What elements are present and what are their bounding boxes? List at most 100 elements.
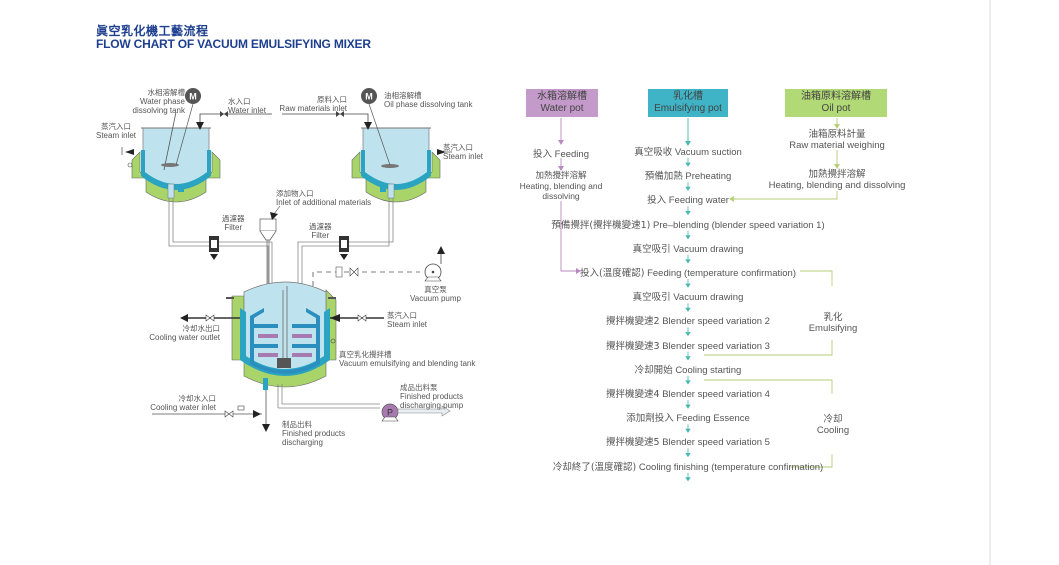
process-step-en: Cooling finishing (temperature confirmat… [638,461,824,473]
process-step-en: Feeding Essence [676,413,750,425]
step-arrowhead [685,380,691,385]
label-oil-tank: 油相溶解槽 Oil phase dissolving tank [384,91,473,109]
process-step: 真空吸引 Vacuum drawing [633,289,744,303]
vacuum-pump [424,246,445,282]
water-tank-motor [185,88,201,104]
label-discharge-pump: 成品出料泵 Finished products discharging pump [400,383,464,410]
process-step: 投入 Feeding water [647,192,729,206]
process-step: 添加劑投入 Feeding Essence [626,410,750,424]
label-water-tank: 水相溶解槽 Water phase dissolving tank [132,88,185,115]
label-filter-left: 過濾器 Filter [222,214,245,232]
label-steam-inlet-main: 蒸汽入口 Steam inlet [387,311,428,329]
process-step: 投入(溫度確認) Feeding (temperature confirmati… [580,265,796,279]
step-arrowhead [685,404,691,409]
label-finished-discharging: 制品出料 Finished products discharging [282,420,346,447]
step-arrowhead [685,235,691,240]
label-water-inlet: 水入口 Water inlet [228,97,266,115]
oil-tank-motor [361,88,377,104]
label-steam-inlet-left: 蒸汽入口 Steam inlet [96,122,137,140]
label-filter-right: 過濾器 Filter [309,222,332,240]
process-step-en: Vacuum drawing [673,243,744,255]
main-step-arrows [685,158,691,482]
process-step-en: Pre–blending (blender speed variation 1) [652,219,825,231]
discharging-pump [381,403,399,422]
flow-connectors [560,118,838,468]
vacuum-emulsifying-tank [231,281,337,390]
flow-arrowheads [558,124,840,274]
phase-emulsifying: 乳化 Emulsifying [808,312,858,334]
process-step: 攪拌機變速4 Blender speed variation 4 [606,386,770,400]
label-steam-inlet-right: 蒸汽入口 Steam inlet [443,143,484,161]
process-step-en: Blender speed variation 3 [662,340,770,352]
label-additional-inlet: 添加物入口 Inlet of additional materials [276,189,372,207]
process-step: 攪拌機變速2 Blender speed variation 2 [606,313,770,327]
label-cooling-inlet: 冷却水入口 Cooling water inlet [150,394,216,412]
step-arrowhead [685,283,691,288]
process-step-cn: 添加劑投入 [626,413,674,425]
process-step-cn: 冷却終了(溫度確認) [552,461,637,473]
process-step-cn: 預備攪拌(攪拌機變速1) [551,219,651,231]
step-arrowhead [685,259,691,264]
label-cooling-outlet: 冷却水出口 Cooling water outlet [149,324,220,342]
label-raw-inlet: 原料入口 Raw materials inlet [279,95,347,113]
header-water-pot: 水箱溶解槽 Water pot [526,89,598,117]
water-step-heating: 加熱攪拌溶解 Heating, blending and dissolving [519,171,603,201]
water-step-feeding: 投入 Feeding [533,149,589,160]
process-step-en: Feeding water [668,195,729,207]
process-step: 真空吸引 Vacuum drawing [633,241,744,255]
process-step-en: Vacuum drawing [673,292,744,304]
process-step-cn: 投入(溫度確認) [580,268,645,279]
header-emulsifying-pot: 乳化槽 Emulsifying pot [648,89,728,117]
motor-icon: M [189,92,197,102]
impeller [161,163,179,167]
step-arrowhead [685,186,691,191]
step-arrowhead [685,162,691,167]
process-step: 攪拌機變速3 Blender speed variation 3 [606,338,770,352]
process-step-cn: 預備加熱 [644,171,683,183]
process-step-cn: 攪拌機變速4 [606,389,660,400]
process-step-cn: 攪拌機變速5 [606,437,660,449]
step-arrowhead [685,428,691,433]
process-step-cn: 真空吸收 [634,147,673,158]
process-step-cn: 攪拌機變速2 [606,316,660,328]
step-arrowhead [685,453,691,458]
process-step-en: Cooling starting [675,364,742,376]
page-title-cn: 眞空乳化機工藝流程 [96,24,209,38]
filter-right [339,236,349,260]
step-arrowhead [685,356,691,361]
step-arrowhead [685,307,691,312]
process-step: 真空吸收 Vacuum suction [634,144,742,158]
process-step: 冷却開始 Cooling starting [635,362,742,376]
page-title-en: FLOW CHART OF VACUUM EMULSIFYING MIXER [96,37,371,51]
process-step-cn: 投入 [647,195,667,207]
step-arrowhead [685,211,691,216]
additional-material-hopper [259,218,277,290]
process-step: 攪拌機變速5 Blender speed variation 5 [606,434,770,448]
oil-step-heating: 加熱攪拌溶解 Heating, blending and dissolving [768,169,906,191]
process-step-en: Feeding (temperature confirmation) [647,268,796,279]
process-step: 冷却終了(溫度確認) Cooling finishing (temperatur… [553,459,823,473]
process-step-en: Preheating [685,171,732,183]
process-step-en: Blender speed variation 5 [662,437,770,449]
label-main-tank: 真空乳化攪拌槽 Vacuum emulsifying and blending … [339,350,476,368]
process-step-cn: 真空吸引 [632,292,671,304]
step-arrowhead [685,477,691,482]
transfer-pipes [168,198,394,292]
process-step: 預備加熱 Preheating [645,168,732,182]
process-step-en: Blender speed variation 2 [662,316,770,328]
agitator-shaft [163,111,177,171]
water-phase-tank [131,111,221,203]
step-arrowhead [685,332,691,337]
phase-cooling: 冷却 Cooling [816,414,850,436]
motor-icon: M [365,92,373,102]
process-step-en: Blender speed variation 4 [662,389,770,400]
process-step-en: Vacuum suction [674,147,742,158]
header-oil-pot: 油箱原料溶解槽 Oil pot [785,89,887,117]
process-step: 預備攪拌(攪拌機變速1) Pre–blending (blender speed… [551,217,824,231]
label-vacuum-pump: 真空泵 Vacuum pump [410,285,461,303]
oil-step-weighing: 油箱原料計量 Raw material weighing [789,129,885,151]
process-step-cn: 攪拌機變速3 [606,340,660,352]
page-divider [989,0,991,565]
oil-phase-tank [351,127,441,203]
